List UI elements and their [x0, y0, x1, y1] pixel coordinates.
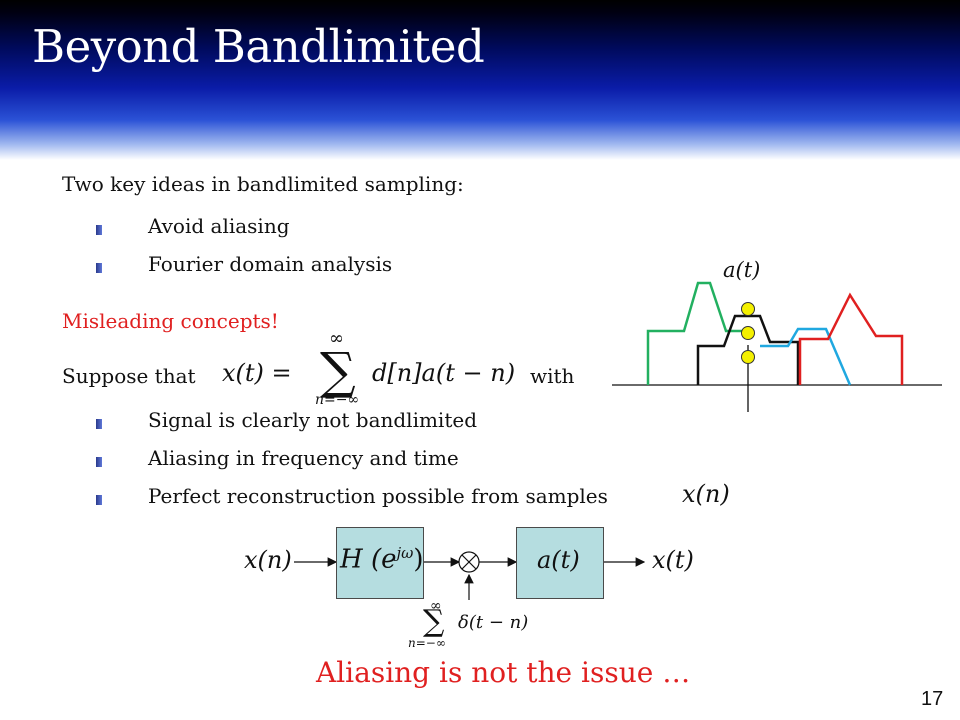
impulse-upper-limit: ∞	[430, 598, 442, 614]
title-bar: Beyond Bandlimited	[0, 0, 960, 160]
bullet-fourier-analysis: Fourier domain analysis	[148, 252, 393, 276]
bullet-icon	[96, 225, 102, 235]
sample-marker	[741, 302, 755, 316]
sum-lower-limit: n=−∞	[315, 392, 360, 408]
bullet-icon	[96, 263, 102, 273]
impulse-lower-limit: n=−∞	[408, 636, 446, 650]
kernel-black	[696, 314, 800, 385]
summation-symbol: ∑	[320, 342, 356, 400]
kernel-block-label: a(t)	[537, 546, 580, 574]
page-number: 17	[921, 688, 944, 710]
impulse-term: δ(t − n)	[458, 612, 529, 633]
bullet-avoid-aliasing: Avoid aliasing	[148, 214, 290, 238]
shifted-kernel-cyan	[760, 327, 852, 386]
kernel-shift-illustration: a(t)	[612, 258, 942, 412]
kernel-block	[516, 527, 604, 599]
bullet-icon	[96, 419, 102, 429]
bullet-icon	[96, 495, 102, 505]
bullet-not-bandlimited: Signal is clearly not bandlimited	[148, 408, 478, 432]
bullet-perfect-reconstruction: Perfect reconstruction possible from sam…	[148, 484, 608, 508]
slide-title: Beyond Bandlimited	[32, 20, 485, 73]
shifted-kernel-green	[646, 281, 748, 385]
suppose-prefix: Suppose that	[62, 364, 196, 388]
closing-statement: Aliasing is not the issue …	[316, 656, 691, 689]
sum-upper-limit: ∞	[329, 328, 344, 349]
diagram-output-label: x(t)	[652, 546, 694, 574]
misleading-concepts: Misleading concepts!	[62, 309, 279, 333]
filter-label: H (ejω)	[340, 544, 424, 575]
filter-block	[336, 527, 424, 599]
bullet-icon	[96, 457, 102, 467]
equation-term: d[n]a(t − n)	[372, 359, 516, 387]
kernel-label: a(t)	[723, 258, 760, 282]
diagram-input-label: x(n)	[244, 546, 292, 574]
bullet-aliasing-freq-time: Aliasing in frequency and time	[148, 446, 459, 470]
suppose-suffix: with	[530, 364, 575, 388]
block-diagram-wires	[294, 551, 646, 600]
samples-symbol: x(n)	[682, 480, 730, 508]
intro-text: Two key ideas in bandlimited sampling:	[62, 172, 464, 196]
sample-marker	[741, 326, 755, 340]
sample-marker	[741, 350, 755, 364]
equation-lhs: x(t) =	[222, 359, 292, 387]
impulse-summation-symbol: ∑	[423, 604, 445, 639]
shifted-kernel-red	[798, 292, 904, 385]
